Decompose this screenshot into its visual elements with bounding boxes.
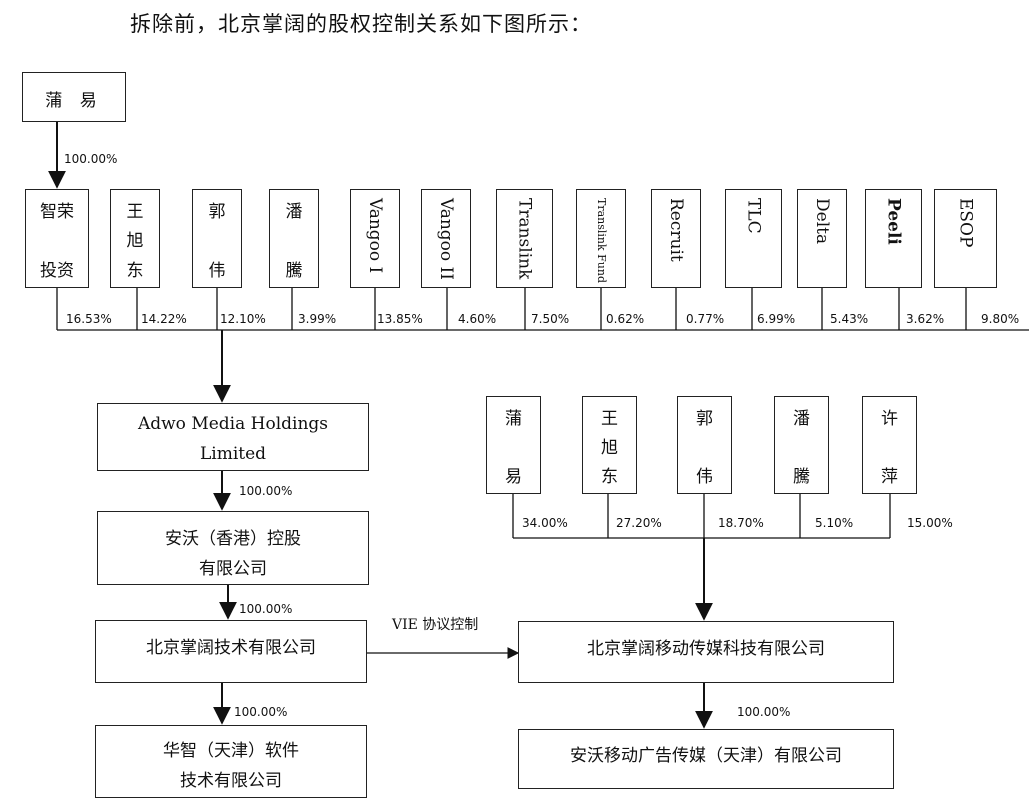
shareholder-pct: 4.60% — [458, 312, 497, 326]
shareholder-box-esop: ESOP — [934, 189, 997, 288]
shareholder-char: 东 — [126, 261, 144, 281]
hk-to-tech-pct: 100.00% — [239, 602, 293, 616]
vie-label: VIE 协议控制 — [392, 617, 479, 633]
right-owner-pct: 5.10% — [815, 516, 854, 530]
anwo-mobile-ad-box: 安沃移动广告传媒（天津）有限公司 — [518, 729, 894, 789]
shareholder-pct: 3.99% — [298, 312, 337, 326]
shareholder-label: Vangoo I — [365, 198, 385, 274]
right-owner-box-wangxudong: 王 旭 东 — [582, 396, 637, 494]
right-owner-box-xuping: 许 萍 — [862, 396, 917, 494]
shareholder-box-zhirong: 智荣 投资 — [25, 189, 89, 288]
right-owner-box-guowei: 郭 伟 — [677, 396, 732, 494]
huazhi-name-line1: 华智（天津）软件 — [163, 741, 299, 761]
shareholder-char: 郭 — [208, 202, 226, 222]
shareholder-pct: 13.85% — [377, 312, 423, 326]
shareholder-pct: 16.53% — [66, 312, 112, 326]
mobile-name: 北京掌阔移动传媒科技有限公司 — [587, 639, 825, 659]
shareholder-box-delta: Delta — [797, 189, 847, 288]
shareholder-label: Recruit — [666, 198, 686, 262]
owner-char: 伟 — [696, 467, 713, 487]
shareholder-label: Delta — [812, 198, 832, 245]
owner-char: 易 — [505, 467, 522, 487]
adwo-media-holdings-box: Adwo Media Holdings Limited — [97, 403, 369, 471]
right-owner-pct: 27.20% — [616, 516, 662, 530]
shareholder-char: 王 — [126, 202, 144, 222]
shareholder-label: 投资 — [40, 261, 74, 281]
shareholder-pct: 5.43% — [830, 312, 869, 326]
owner-box-puyi: 蒲 易 — [22, 72, 126, 122]
ad-name: 安沃移动广告传媒（天津）有限公司 — [570, 746, 842, 766]
shareholder-label: Peeli — [883, 198, 904, 245]
shareholder-box-tlc: TLC — [725, 189, 782, 288]
shareholder-pct: 14.22% — [141, 312, 187, 326]
tech-to-huazhi-pct: 100.00% — [234, 705, 288, 719]
adwo-to-hk-pct: 100.00% — [239, 484, 293, 498]
shareholder-box-translink: Translink — [496, 189, 553, 288]
owner-char: 蒲 — [505, 409, 522, 429]
shareholder-pct: 6.99% — [757, 312, 796, 326]
right-owner-box-panteng: 潘 騰 — [774, 396, 829, 494]
owner-char: 騰 — [793, 467, 810, 487]
right-owner-box-puyi: 蒲 易 — [486, 396, 541, 494]
shareholder-label: 智荣 — [40, 202, 74, 222]
shareholder-label: Translink — [514, 198, 535, 280]
shareholder-char: 潘 — [285, 202, 303, 222]
huazhi-name-line2: 技术有限公司 — [180, 771, 282, 791]
right-owner-pct: 34.00% — [522, 516, 568, 530]
shareholder-pct: 3.62% — [906, 312, 945, 326]
hk-name-line1: 安沃（香港）控股 — [165, 529, 301, 549]
shareholder-label: Translink Fund — [595, 198, 608, 284]
huazhi-tianjin-box: 华智（天津）软件 技术有限公司 — [95, 725, 367, 798]
owner-char: 萍 — [881, 467, 898, 487]
shareholder-char: 伟 — [208, 261, 226, 281]
shareholder-label: Vangoo II — [436, 198, 456, 280]
owner-char: 王 — [601, 409, 618, 429]
owner-name: 蒲 易 — [45, 91, 103, 111]
owner-char: 潘 — [793, 409, 810, 429]
shareholder-pct: 9.80% — [981, 312, 1020, 326]
page-title: 拆除前，北京掌阔的股权控制关系如下图所示： — [130, 12, 592, 36]
shareholder-box-peeli: Peeli — [865, 189, 922, 288]
shareholder-box-guowei: 郭 伟 — [192, 189, 242, 288]
shareholder-box-panteng: 潘 騰 — [269, 189, 319, 288]
shareholder-char: 騰 — [285, 261, 303, 281]
shareholder-char: 旭 — [126, 231, 144, 251]
beijing-zhangkuo-mobile-box: 北京掌阔移动传媒科技有限公司 — [518, 621, 894, 683]
shareholder-box-wangxudong: 王 旭 东 — [110, 189, 160, 288]
owner-char: 许 — [881, 409, 898, 429]
shareholder-label: TLC — [743, 198, 764, 234]
shareholder-pct: 0.62% — [606, 312, 645, 326]
tech-name: 北京掌阔技术有限公司 — [146, 638, 316, 658]
mobile-to-ad-pct: 100.00% — [737, 705, 791, 719]
owner-char: 东 — [601, 467, 618, 487]
shareholder-pct: 0.77% — [686, 312, 725, 326]
shareholder-box-vangoo1: Vangoo I — [350, 189, 400, 288]
shareholder-box-vangoo2: Vangoo II — [421, 189, 471, 288]
anwo-hk-holdings-box: 安沃（香港）控股 有限公司 — [97, 511, 369, 585]
right-owner-pct: 15.00% — [907, 516, 953, 530]
hk-name-line2: 有限公司 — [199, 559, 267, 579]
right-owner-pct: 18.70% — [718, 516, 764, 530]
shareholder-pct: 12.10% — [220, 312, 266, 326]
adwo-name-line1: Adwo Media Holdings — [137, 414, 329, 434]
beijing-zhangkuo-tech-box: 北京掌阔技术有限公司 — [95, 620, 367, 683]
owner-char: 旭 — [601, 438, 618, 458]
shareholder-pct: 7.50% — [531, 312, 570, 326]
shareholder-box-recruit: Recruit — [651, 189, 701, 288]
shareholder-label: ESOP — [955, 198, 976, 248]
shareholder-box-translink-fund: Translink Fund — [576, 189, 626, 288]
owner-char: 郭 — [696, 409, 713, 429]
adwo-name-line2: Limited — [199, 444, 267, 464]
owner-pct: 100.00% — [64, 152, 118, 166]
